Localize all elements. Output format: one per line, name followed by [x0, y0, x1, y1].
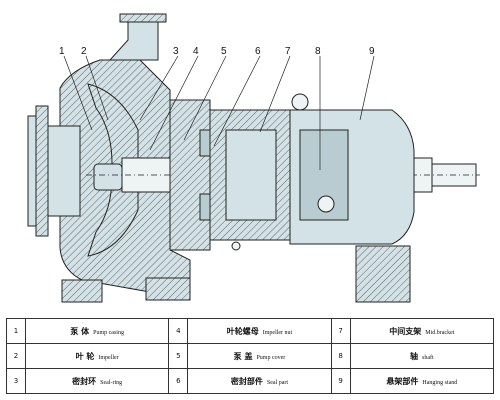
callout-7: 7 [285, 46, 291, 57]
part-name-zh: 密封环 [72, 376, 97, 386]
part-name-zh: 泵 盖 [233, 351, 253, 361]
callout-4: 4 [193, 46, 199, 57]
callout-5: 5 [221, 46, 227, 57]
part-name-zh: 叶 轮 [75, 351, 95, 361]
part-name-en: Impeller nut [262, 329, 293, 336]
part-name-en: Pump cover [256, 354, 286, 361]
part-number: 6 [168, 368, 189, 394]
part-number: 3 [6, 368, 26, 394]
part-name-zh: 泵 体 [70, 326, 90, 336]
part-name-en: Seal part [266, 379, 289, 386]
callout-3: 3 [173, 46, 179, 57]
part-name-en: Hanging stand [422, 379, 458, 386]
part-number: 4 [168, 318, 189, 344]
part-number: 8 [330, 343, 351, 369]
hanging-stand [289, 93, 415, 303]
part-name-en: Mid.bracket [425, 329, 455, 336]
part-number: 5 [168, 343, 189, 369]
part-name-zh: 中间支架 [389, 326, 422, 336]
part-number: 7 [330, 318, 351, 344]
part-name-zh: 轴 [409, 351, 418, 361]
pump-cross-section-drawing: 1 2 3 4 5 6 7 8 9 [27, 13, 480, 303]
part-name-zh: 密封部件 [230, 376, 263, 386]
part-number: 2 [6, 343, 26, 369]
callout-1: 1 [59, 46, 65, 57]
part-name-en: shaft [421, 354, 434, 361]
part-name-en: Seal-ring [100, 379, 123, 386]
part-name-en: Impeller [98, 354, 119, 361]
part-number: 1 [6, 318, 26, 344]
part-name-en: Pump casing [93, 329, 124, 336]
part-name-zh: 悬架部件 [386, 376, 419, 386]
part-name-zh: 叶轮螺母 [226, 326, 259, 336]
callout-2: 2 [81, 46, 87, 57]
callout-6: 6 [255, 46, 261, 57]
callout-9: 9 [369, 46, 375, 57]
callout-leaders [63, 55, 375, 170]
callout-8: 8 [315, 46, 321, 57]
callout-numbers: 1 2 3 4 5 6 7 8 9 [59, 46, 375, 57]
part-number: 9 [330, 368, 351, 394]
